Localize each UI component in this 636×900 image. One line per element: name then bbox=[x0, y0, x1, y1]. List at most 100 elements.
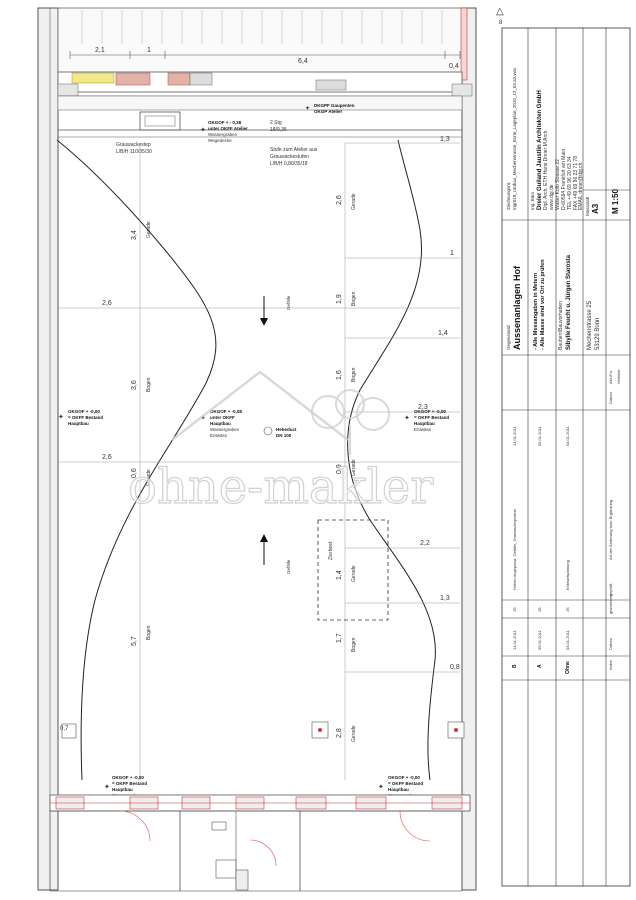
arrow-up-icon bbox=[260, 534, 268, 542]
label-grauwacke-top-2: OKGP Atelier bbox=[314, 109, 343, 114]
dim-va-label-4: Bogen bbox=[146, 625, 152, 640]
rev-ohne-change: Entwurfsplanung bbox=[565, 560, 570, 590]
atelier-hatching bbox=[81, 10, 443, 44]
dim-right-4: 2,3 bbox=[418, 404, 428, 411]
dim-vb-6: 1,7 bbox=[336, 633, 343, 643]
revision-table: Index Datum gezeichnet geprüft Art der Ä… bbox=[512, 369, 621, 674]
architect-line7: EMAIL dreier@dgj.ch bbox=[578, 162, 584, 210]
dim-left-1: 2,6 bbox=[102, 300, 112, 307]
dim-bottom-left: 0,7 bbox=[60, 726, 69, 732]
interior-rooms bbox=[49, 810, 463, 892]
scale-value: M 1:50 bbox=[611, 189, 620, 214]
rev-header-dept: Abt./Fa. bbox=[608, 370, 613, 384]
house-icon bbox=[171, 370, 349, 441]
marker-top-icon: ✦ bbox=[305, 105, 310, 112]
dim-va-4: 5,7 bbox=[131, 636, 138, 646]
label-stufen: 2 Stg bbox=[270, 120, 282, 126]
dim-top-2: 1 bbox=[147, 47, 151, 54]
label-okgof-bl-1: OKGOF + -0,00 bbox=[112, 775, 144, 780]
address-line-1: Mechenstrasse 25 bbox=[587, 300, 593, 350]
atelier-facade bbox=[57, 71, 473, 97]
rev-ohne-date2: 04.01.2011 bbox=[565, 426, 570, 446]
rev-header-drawn: gezeichnet bbox=[608, 594, 613, 614]
right-axis-labels: 2,6 Gerade 1,9 Bogen 1,6 Bogen 0,9 Gerad… bbox=[336, 193, 357, 742]
dim-vb-1: 2,6 bbox=[336, 195, 343, 205]
dim-vb-label-4: Gerade bbox=[351, 459, 357, 476]
label-okgof-mid-1: OKGOF + -0,08 bbox=[210, 409, 242, 414]
level-mid-icon: ✦ bbox=[200, 414, 206, 422]
dim-vb-label-1: Gerade bbox=[351, 193, 357, 210]
rev-ohne-drawn: JS bbox=[565, 607, 570, 612]
title-block-texts: Zeichnungsnr. mgr018_Umbau_Mechenstrasse… bbox=[506, 67, 620, 350]
vertical-dim-lines bbox=[139, 143, 346, 780]
zierbeet-area bbox=[317, 519, 389, 621]
dim-va-1: 3,4 bbox=[131, 230, 138, 240]
left-axis-labels: 3,4 Gerade 3,6 Bogen 0,6 Gerade 5,7 Boge… bbox=[131, 221, 152, 646]
dim-top-1: 2,1 bbox=[95, 47, 105, 54]
dim-top-4: 0,4 bbox=[449, 63, 459, 70]
subject-note-2: - Alle Masse sind vor Ort zu prüfen bbox=[540, 259, 546, 350]
dim-vb-label-7: Gerade bbox=[351, 725, 357, 742]
dim-right-7: 0,8 bbox=[450, 664, 460, 671]
label-hebeduct-1: Hebeduct bbox=[276, 427, 297, 432]
dim-vb-4: 0,9 bbox=[336, 464, 343, 474]
plot-file: mgr018_Umbau_Mechenstrasse_Bonn_Lageplan… bbox=[512, 67, 517, 210]
horizontal-dim-lines bbox=[58, 142, 460, 673]
dim-top-3: 6,4 bbox=[298, 58, 308, 65]
rev-a-index: A bbox=[537, 664, 543, 668]
rev-a-drawn: JS bbox=[537, 607, 542, 612]
level-bl-icon: ✦ bbox=[104, 783, 110, 791]
building-walls bbox=[37, 7, 477, 891]
dim-right-5: 2,2 bbox=[420, 540, 430, 547]
dim-vb-label-3: Bogen bbox=[351, 367, 357, 382]
watermark-logo: ohne-makler bbox=[127, 370, 434, 516]
rev-header-date: Datum bbox=[608, 638, 613, 650]
plant-markers bbox=[61, 721, 465, 739]
label-okgof-br-3: Hauptbau bbox=[388, 787, 409, 792]
label-okgof-left-3: Hauptbau bbox=[68, 421, 89, 426]
label-okgof-top-4: Wegedecke bbox=[208, 138, 232, 143]
rev-ohne-index: Ohne bbox=[565, 661, 571, 674]
arrow-down-icon bbox=[260, 318, 268, 326]
architect-line3: Walter Kolb Strasse 22 bbox=[555, 159, 561, 210]
label-okgof-right-1: OKGOF + -0,00 bbox=[414, 409, 446, 414]
label-grauwackestep-2: L/B/H 110/35/30 bbox=[116, 149, 152, 155]
rev-a-date2: 05.01.2011 bbox=[537, 426, 542, 446]
dim-vb-label-5: Gerade bbox=[351, 565, 357, 582]
rev-b-drawn: JS bbox=[512, 607, 517, 612]
subject-title: Aussenanlagen Hof bbox=[512, 265, 522, 350]
dim-vb-3: 1,6 bbox=[336, 370, 343, 380]
client-label: Bauherr/Bauvorhaben bbox=[558, 301, 564, 350]
label-okgof-top-2: unter OKFF Atelier bbox=[208, 126, 248, 131]
page-symbol: △ bbox=[496, 6, 504, 17]
subject-note-1: - Alle Messangaben in Metern bbox=[533, 272, 539, 350]
slope-arrows bbox=[260, 296, 268, 565]
title-block bbox=[501, 27, 631, 887]
architect-line6: FAX +49 69 96 23 71 78 bbox=[573, 156, 579, 210]
label-okgof-bl-3: Hauptbau bbox=[112, 787, 133, 792]
architect-line1: Dipl. Arch. ETH Hans Dreier M.Arch bbox=[543, 130, 549, 210]
dim-va-2: 3,6 bbox=[131, 380, 138, 390]
dim-va-label-2: Bogen bbox=[146, 377, 152, 392]
rev-header-distrib: Verteiler bbox=[616, 369, 621, 384]
level-left-icon: ✦ bbox=[58, 413, 64, 421]
label-okgof-mid-5: Entwäss bbox=[210, 433, 228, 438]
label-okgof-right-2: = OKFF Bestand bbox=[414, 415, 449, 420]
dim-right-3: 1,4 bbox=[438, 330, 448, 337]
level-br-icon: ✦ bbox=[378, 783, 384, 791]
level-right-icon: ✦ bbox=[404, 414, 410, 422]
label-okgof-right-4: Entwäss bbox=[414, 427, 432, 432]
dim-right-6: 1,3 bbox=[440, 595, 450, 602]
rev-b-date2: 14.01.2011 bbox=[512, 426, 517, 446]
rev-header-checked: geprüft bbox=[608, 583, 613, 596]
dim-left-2: 2,6 bbox=[102, 454, 112, 461]
dim-va-label-3: Gerade bbox=[146, 469, 152, 486]
rev-header-index: Index bbox=[608, 660, 613, 670]
marker-okgof-top-icon: ✦ bbox=[200, 126, 206, 134]
curved-path-lines bbox=[56, 139, 436, 781]
label-okgof-mid-3: Hauptbau bbox=[210, 421, 231, 426]
label-okgof-top-3: Wassergraben bbox=[208, 132, 238, 137]
dim-right-2: 1 bbox=[450, 250, 454, 257]
plot-label: Zeichnungsnr. bbox=[506, 182, 511, 210]
